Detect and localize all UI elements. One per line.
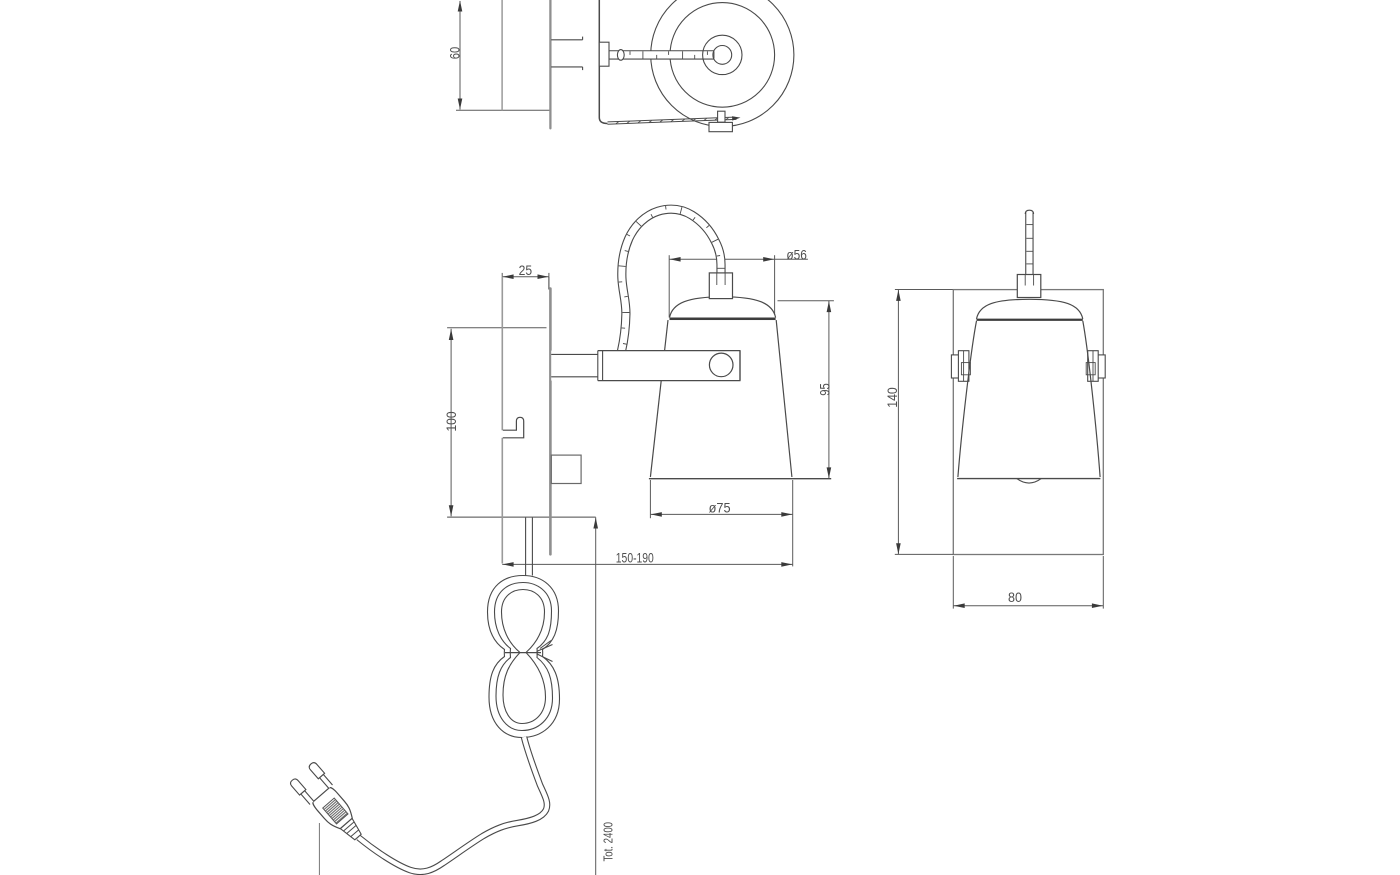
svg-text:25: 25: [519, 263, 533, 278]
svg-text:60: 60: [447, 47, 462, 60]
svg-text:Tot. 2400: Tot. 2400: [602, 822, 616, 862]
svg-text:ø75: ø75: [709, 500, 731, 515]
svg-text:80: 80: [1008, 590, 1022, 605]
svg-text:150-190: 150-190: [616, 551, 654, 566]
svg-text:ø56: ø56: [786, 248, 807, 263]
svg-text:140: 140: [885, 387, 900, 408]
svg-text:95: 95: [818, 383, 833, 396]
svg-text:100: 100: [444, 412, 459, 432]
